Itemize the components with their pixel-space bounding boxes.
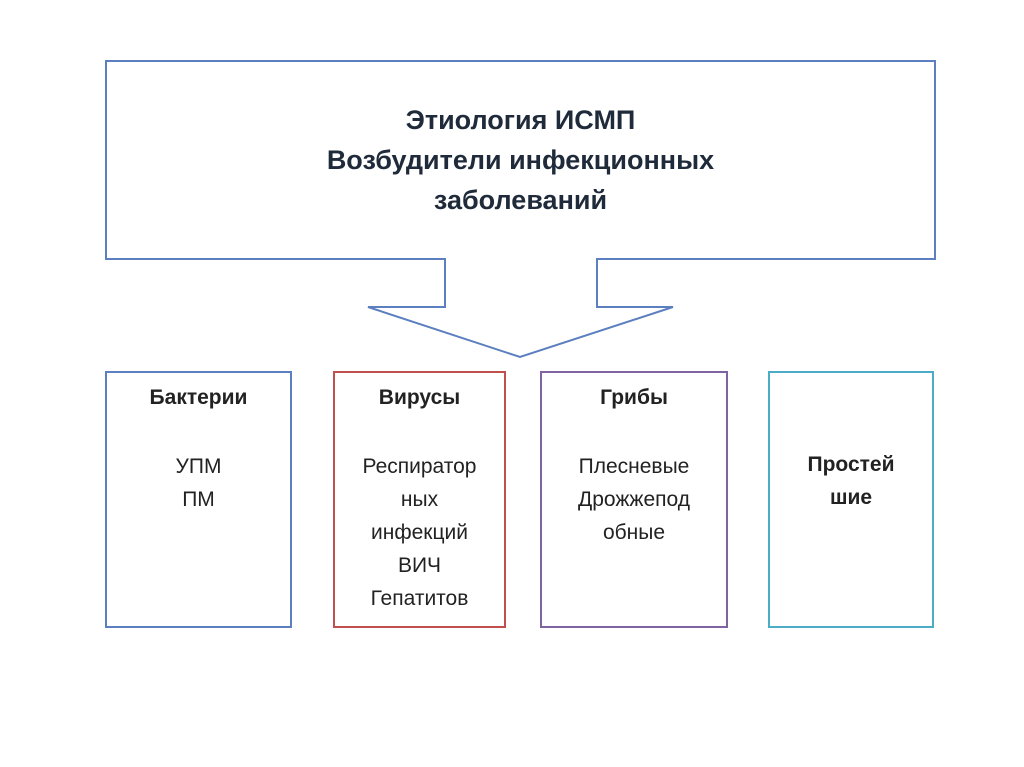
box-bacteria: Бактерии УПМ ПМ bbox=[105, 371, 292, 628]
title-line-1: Этиология ИСМП bbox=[405, 105, 636, 135]
diagram-title: Этиология ИСМП Возбудители инфекционных … bbox=[106, 100, 935, 220]
box-body: УПМ ПМ bbox=[175, 455, 222, 511]
box-heading: Бактерии bbox=[149, 386, 248, 409]
box-body: Респиратор ных инфекций ВИЧ Гепатитов bbox=[362, 455, 477, 610]
box-body: Плесневые Дрожжепод обные bbox=[578, 455, 690, 544]
title-line-3: заболеваний bbox=[433, 185, 608, 215]
box-body: Простей шие bbox=[807, 453, 895, 509]
title-line-2: Возбудители инфекционных bbox=[326, 145, 715, 175]
box-heading: Грибы bbox=[600, 386, 668, 409]
box-protozoa: Простей шие bbox=[768, 371, 934, 628]
box-viruses: Вирусы Респиратор ных инфекций ВИЧ Гепат… bbox=[333, 371, 506, 628]
box-heading: Вирусы bbox=[378, 386, 461, 409]
box-fungi: Грибы Плесневые Дрожжепод обные bbox=[540, 371, 728, 628]
